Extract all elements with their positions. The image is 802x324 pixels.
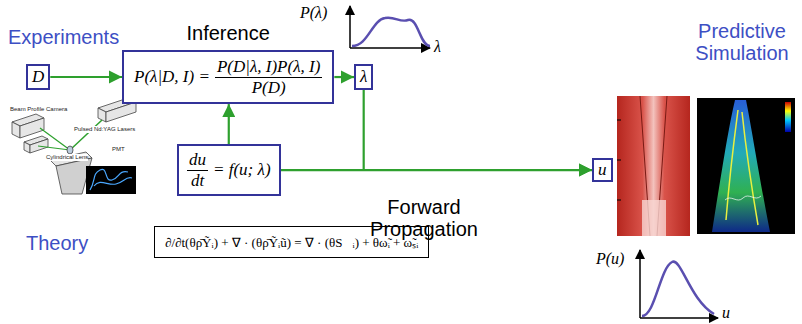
node-text: du [187,150,208,171]
box-heading: Inference [186,22,269,45]
flow-arrow [228,104,230,144]
node-text: D [32,67,44,87]
node-text: P(D) [250,78,288,98]
node-text: u [598,160,607,180]
data-box: D [26,64,50,90]
axis-label: P(u) [596,250,624,268]
node-text: P(λ|D, I) = [134,67,210,87]
axis-label: u [722,304,730,322]
flow-arrow [281,169,592,171]
section-label: Experiments [8,26,119,48]
output-plot [640,250,718,318]
parameter-box: λ [354,64,373,90]
simulation-images [617,96,795,236]
axis-label: λ [434,38,441,56]
axis-label: P(λ) [300,4,327,22]
flow-arrow [334,76,354,78]
model-box: dudt = f(u; λ) [177,144,281,196]
section-label: Theory [26,232,88,254]
section-label: Predictive Simulation [686,20,798,64]
flow-arrow [364,90,592,170]
apparatus-label: PMT [112,146,125,153]
node-text: λ [360,67,367,87]
output-box: u [592,158,613,182]
node-text: dt [189,171,206,191]
apparatus-label: Pulsed Nd:YAG Lasers [74,126,135,133]
prior-plot [350,6,430,48]
process-label: Forward Propagation [366,196,482,240]
apparatus-label: Cylindrical Lens [46,154,88,161]
node-text: P(D|λ, I)P(λ, I) [215,57,322,78]
node-text: = f(u; λ) [213,160,271,180]
inference-box: InferenceP(λ|D, I) =P(D|λ, I)P(λ, I)P(D) [122,50,334,104]
flow-arrow [50,76,122,78]
apparatus-label: Beam Profile Camera [10,106,67,113]
